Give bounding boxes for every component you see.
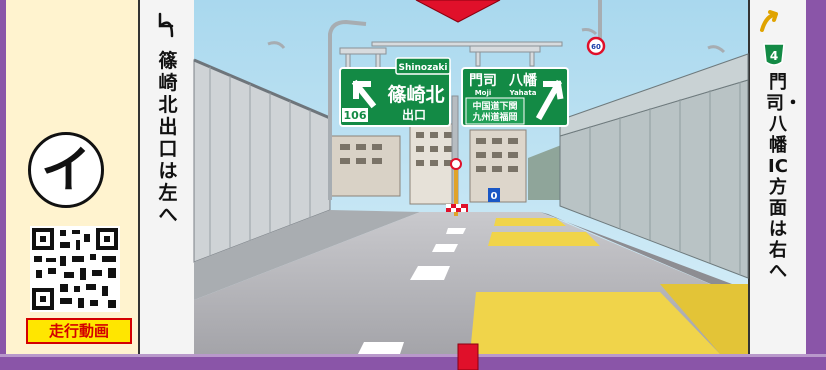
marker-label: イ	[41, 141, 91, 199]
driving-video-button[interactable]: 走行動画	[26, 318, 132, 344]
right-sign-romaji-1: Moji	[475, 89, 492, 97]
left-sign-romaji: Shinozaki	[399, 63, 448, 73]
speed-limit-sign: 60	[591, 43, 601, 51]
right-sign-dest-1: 門司	[469, 73, 497, 89]
qr-code-icon[interactable]	[30, 226, 120, 312]
gantries	[339, 41, 563, 211]
left-exit-direction-text: 篠崎北出口は左へ	[158, 50, 178, 226]
left-sound-barrier	[193, 58, 420, 300]
left-direction-sign	[339, 57, 451, 127]
left-sign-exit-label: 出口	[402, 107, 426, 122]
marker-circle: イ	[28, 132, 104, 208]
left-sign-name: 篠崎北	[387, 83, 444, 106]
right-ic-direction-text: 門司・八幡IC方面は右へ	[766, 72, 802, 282]
right-direction-sign	[461, 67, 569, 127]
right-sound-barrier	[559, 53, 749, 279]
lane-marker-sign: 0	[491, 191, 498, 202]
right-sign-dest-2: 八幡	[508, 72, 538, 89]
right-sign-romaji-2: Yahata	[509, 89, 537, 97]
top-red-arrow	[415, 0, 501, 23]
right-sign-via-1: 中国道下関	[472, 100, 517, 112]
left-sign-route: 106	[344, 109, 367, 122]
route-number-badge: 4	[770, 49, 778, 63]
bottom-red-marker	[457, 343, 479, 370]
right-sign-via-2: 九州道福岡	[471, 111, 517, 123]
